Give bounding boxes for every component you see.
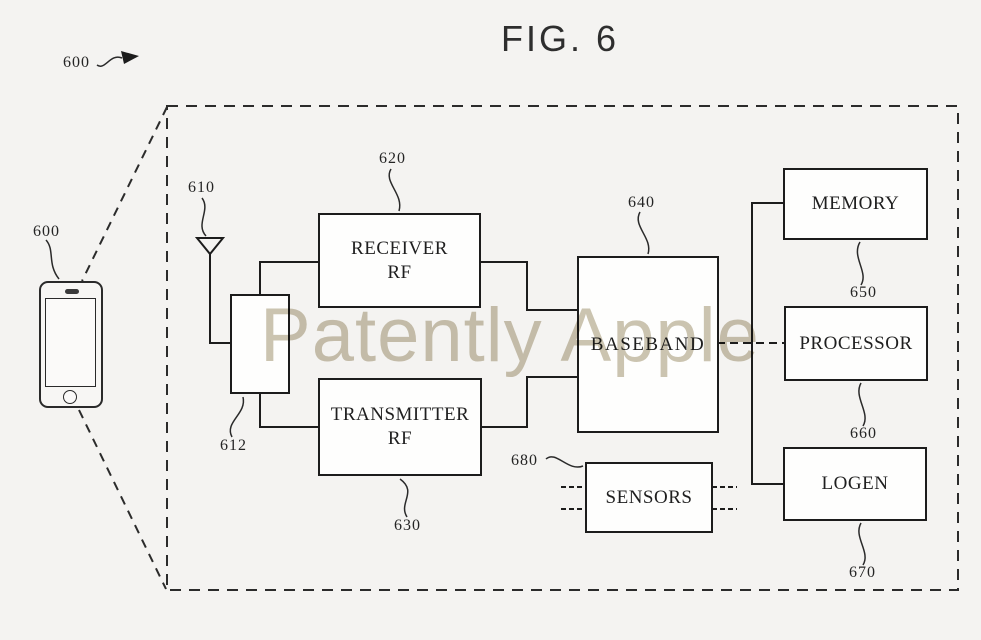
reference-leaders (45, 56, 866, 566)
block-sensors-label: SENSORS (605, 486, 693, 508)
block-processor: PROCESSOR (784, 306, 928, 381)
ref-630-transmitter: 630 (394, 517, 421, 534)
phone-home-button-icon (63, 390, 77, 404)
dashed-connectors (561, 342, 786, 510)
ref-600-phone: 600 (33, 223, 60, 240)
ref-650-memory: 650 (850, 284, 877, 301)
phone-speaker-icon (65, 289, 79, 294)
ref-680-sensors: 680 (511, 452, 538, 469)
block-duplexer (230, 294, 290, 394)
phone-illustration (39, 281, 103, 408)
block-logen: LOGEN (783, 447, 927, 521)
phone-screen (45, 298, 96, 387)
figure-title: FIG. 6 (500, 18, 620, 59)
ref-600-arrow: 600 (63, 54, 90, 71)
block-sensors: SENSORS (585, 462, 713, 533)
block-processor-label: PROCESSOR (799, 332, 913, 354)
block-transmitter-rf-label: TRANSMITTER RF (330, 404, 470, 449)
ref-620-receiver: 620 (379, 150, 406, 167)
signal-connectors (259, 202, 783, 485)
block-receiver-rf-label: RECEIVER RF (351, 237, 448, 283)
dashed-enclosure (166, 105, 959, 591)
ref-660-processor: 660 (850, 425, 877, 442)
block-memory: MEMORY (783, 168, 928, 240)
ref-612-duplexer: 612 (220, 437, 247, 454)
antenna-icon (194, 237, 230, 344)
arrowhead-icon (121, 51, 139, 64)
block-logen-label: LOGEN (821, 473, 889, 495)
projection-line-bottom (78, 409, 167, 590)
projection-line-top (81, 106, 168, 282)
block-memory-label: MEMORY (811, 193, 900, 215)
block-baseband: BASEBAND (577, 256, 719, 433)
block-baseband-label: BASEBAND (590, 333, 706, 355)
ref-610-antenna: 610 (188, 179, 215, 196)
ref-670-logen: 670 (849, 564, 876, 581)
block-receiver-rf: RECEIVER RF (318, 213, 481, 308)
block-transmitter-rf: TRANSMITTER RF (318, 378, 482, 476)
ref-640-baseband: 640 (628, 194, 655, 211)
